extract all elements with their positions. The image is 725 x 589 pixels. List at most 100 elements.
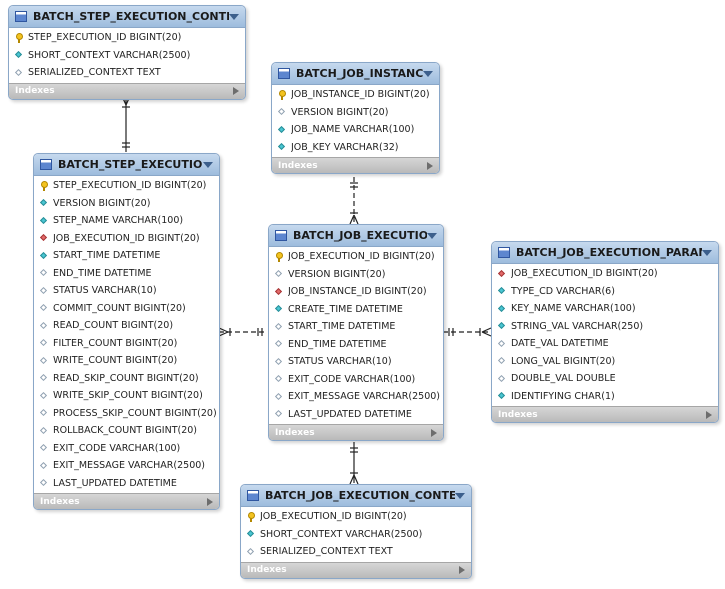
column-row[interactable]: STRING_VAL VARCHAR(250) [492, 318, 718, 336]
table-batch-job-instance[interactable]: BATCH_JOB_INSTANCE JOB_INSTANCE_ID BIGINT… [271, 62, 440, 174]
column-row[interactable]: DOUBLE_VAL DOUBLE [492, 370, 718, 388]
column-row[interactable]: JOB_NAME VARCHAR(100) [272, 121, 439, 139]
column-row[interactable]: JOB_INSTANCE_ID BIGINT(20) [272, 86, 439, 104]
indexes-label: Indexes [15, 86, 55, 96]
indexes-footer[interactable]: Indexes [9, 82, 245, 99]
column-row[interactable]: EXIT_CODE VARCHAR(100) [34, 440, 219, 458]
column-row[interactable]: KEY_NAME VARCHAR(100) [492, 300, 718, 318]
foreign-key-icon [40, 233, 49, 243]
indexes-footer[interactable]: Indexes [34, 493, 219, 509]
column-row[interactable]: EXIT_MESSAGE VARCHAR(2500) [34, 457, 219, 475]
indexes-label: Indexes [275, 427, 315, 438]
column-row[interactable]: ROLLBACK_COUNT BIGINT(20) [34, 422, 219, 440]
expand-arrow-icon[interactable] [431, 428, 437, 437]
column-definition: TYPE_CD VARCHAR(6) [511, 285, 615, 297]
column-row[interactable]: COMMIT_COUNT BIGINT(20) [34, 300, 219, 318]
table-header[interactable]: BATCH_STEP_EXECUTION_CONTEXT [9, 6, 245, 28]
column-definition: SHORT_CONTEXT VARCHAR(2500) [28, 49, 191, 61]
column-row[interactable]: READ_COUNT BIGINT(20) [34, 317, 219, 335]
expand-arrow-icon[interactable] [207, 497, 213, 506]
indexes-label: Indexes [247, 565, 287, 575]
indexes-footer[interactable]: Indexes [241, 561, 471, 578]
nullable-column-icon [40, 408, 49, 418]
table-header[interactable]: BATCH_JOB_EXECUTION_CONTEXT [241, 485, 471, 507]
column-row[interactable]: LONG_VAL BIGINT(20) [492, 353, 718, 371]
column-row[interactable]: JOB_INSTANCE_ID BIGINT(20) [269, 283, 443, 301]
table-header[interactable]: BATCH_JOB_EXECUTION [269, 225, 443, 247]
expand-arrow-icon[interactable] [459, 566, 465, 574]
column-row[interactable]: JOB_EXECUTION_ID BIGINT(20) [269, 248, 443, 266]
column-row[interactable]: DATE_VAL DATETIME [492, 335, 718, 353]
indexes-label: Indexes [40, 496, 80, 507]
column-row[interactable]: STEP_EXECUTION_ID BIGINT(20) [9, 29, 245, 47]
table-batch-job-execution-params[interactable]: BATCH_JOB_EXECUTION_PARAMS JOB_EXECUTION_… [491, 241, 719, 423]
indexes-label: Indexes [278, 160, 318, 171]
collapse-arrow-icon[interactable] [455, 492, 465, 499]
column-definition: JOB_EXECUTION_ID BIGINT(20) [53, 232, 200, 244]
column-row[interactable]: JOB_EXECUTION_ID BIGINT(20) [34, 230, 219, 248]
column-row[interactable]: END_TIME DATETIME [34, 265, 219, 283]
column-row[interactable]: LAST_UPDATED DATETIME [34, 475, 219, 493]
column-definition: VERSION BIGINT(20) [291, 106, 389, 118]
collapse-arrow-icon[interactable] [702, 249, 712, 256]
column-row[interactable]: START_TIME DATETIME [269, 318, 443, 336]
table-batch-step-execution-context[interactable]: BATCH_STEP_EXECUTION_CONTEXT STEP_EXECUTI… [8, 5, 246, 100]
column-row[interactable]: STEP_EXECUTION_ID BIGINT(20) [34, 177, 219, 195]
column-row[interactable]: JOB_EXECUTION_ID BIGINT(20) [492, 265, 718, 283]
collapse-arrow-icon[interactable] [203, 161, 213, 168]
column-definition: JOB_INSTANCE_ID BIGINT(20) [288, 286, 427, 298]
table-header[interactable]: BATCH_STEP_EXECUTION [34, 154, 219, 176]
column-definition: EXIT_MESSAGE VARCHAR(2500) [288, 391, 440, 403]
column-row[interactable]: READ_SKIP_COUNT BIGINT(20) [34, 370, 219, 388]
column-row[interactable]: SHORT_CONTEXT VARCHAR(2500) [9, 47, 245, 65]
column-definition: JOB_INSTANCE_ID BIGINT(20) [291, 89, 430, 101]
column-definition: END_TIME DATETIME [288, 338, 387, 350]
column-row[interactable]: SERIALIZED_CONTEXT TEXT [9, 64, 245, 82]
table-header[interactable]: BATCH_JOB_INSTANCE [272, 63, 439, 85]
column-definition: READ_COUNT BIGINT(20) [53, 320, 174, 332]
column-row[interactable]: STATUS VARCHAR(10) [34, 282, 219, 300]
column-row[interactable]: EXIT_CODE VARCHAR(100) [269, 371, 443, 389]
table-title: BATCH_JOB_EXECUTION_PARAMS [516, 246, 702, 259]
collapse-arrow-icon[interactable] [229, 13, 239, 20]
column-row[interactable]: FILTER_COUNT BIGINT(20) [34, 335, 219, 353]
column-row[interactable]: JOB_EXECUTION_ID BIGINT(20) [241, 508, 471, 526]
column-definition: DATE_VAL DATETIME [511, 338, 609, 350]
collapse-arrow-icon[interactable] [427, 232, 437, 239]
table-header[interactable]: BATCH_JOB_EXECUTION_PARAMS [492, 242, 718, 264]
column-row[interactable]: LAST_UPDATED DATETIME [269, 406, 443, 424]
column-row[interactable]: VERSION BIGINT(20) [269, 266, 443, 284]
collapse-arrow-icon[interactable] [423, 70, 433, 77]
column-definition: SERIALIZED_CONTEXT TEXT [260, 546, 393, 558]
column-row[interactable]: JOB_KEY VARCHAR(32) [272, 139, 439, 157]
nullable-column-icon [40, 268, 49, 278]
column-row[interactable]: WRITE_SKIP_COUNT BIGINT(20) [34, 387, 219, 405]
column-row[interactable]: VERSION BIGINT(20) [272, 104, 439, 122]
column-definition: STATUS VARCHAR(10) [288, 356, 392, 368]
column-row[interactable]: EXIT_MESSAGE VARCHAR(2500) [269, 388, 443, 406]
column-row[interactable]: STATUS VARCHAR(10) [269, 353, 443, 371]
table-title: BATCH_STEP_EXECUTION_CONTEXT [33, 10, 229, 23]
expand-arrow-icon[interactable] [706, 410, 712, 419]
column-row[interactable]: STEP_NAME VARCHAR(100) [34, 212, 219, 230]
column-row[interactable]: START_TIME DATETIME [34, 247, 219, 265]
nullable-column-icon [40, 478, 49, 488]
column-row[interactable]: SERIALIZED_CONTEXT TEXT [241, 543, 471, 561]
expand-arrow-icon[interactable] [427, 161, 433, 170]
column-row[interactable]: SHORT_CONTEXT VARCHAR(2500) [241, 526, 471, 544]
column-row[interactable]: CREATE_TIME DATETIME [269, 301, 443, 319]
column-row[interactable]: IDENTIFYING CHAR(1) [492, 388, 718, 406]
indexes-footer[interactable]: Indexes [269, 424, 443, 440]
expand-arrow-icon[interactable] [233, 87, 239, 95]
column-row[interactable]: TYPE_CD VARCHAR(6) [492, 283, 718, 301]
column-row[interactable]: WRITE_COUNT BIGINT(20) [34, 352, 219, 370]
column-row[interactable]: VERSION BIGINT(20) [34, 195, 219, 213]
indexes-footer[interactable]: Indexes [272, 157, 439, 173]
column-row[interactable]: PROCESS_SKIP_COUNT BIGINT(20) [34, 405, 219, 423]
column-row[interactable]: END_TIME DATETIME [269, 336, 443, 354]
not-null-column-icon [15, 50, 24, 60]
indexes-footer[interactable]: Indexes [492, 406, 718, 422]
